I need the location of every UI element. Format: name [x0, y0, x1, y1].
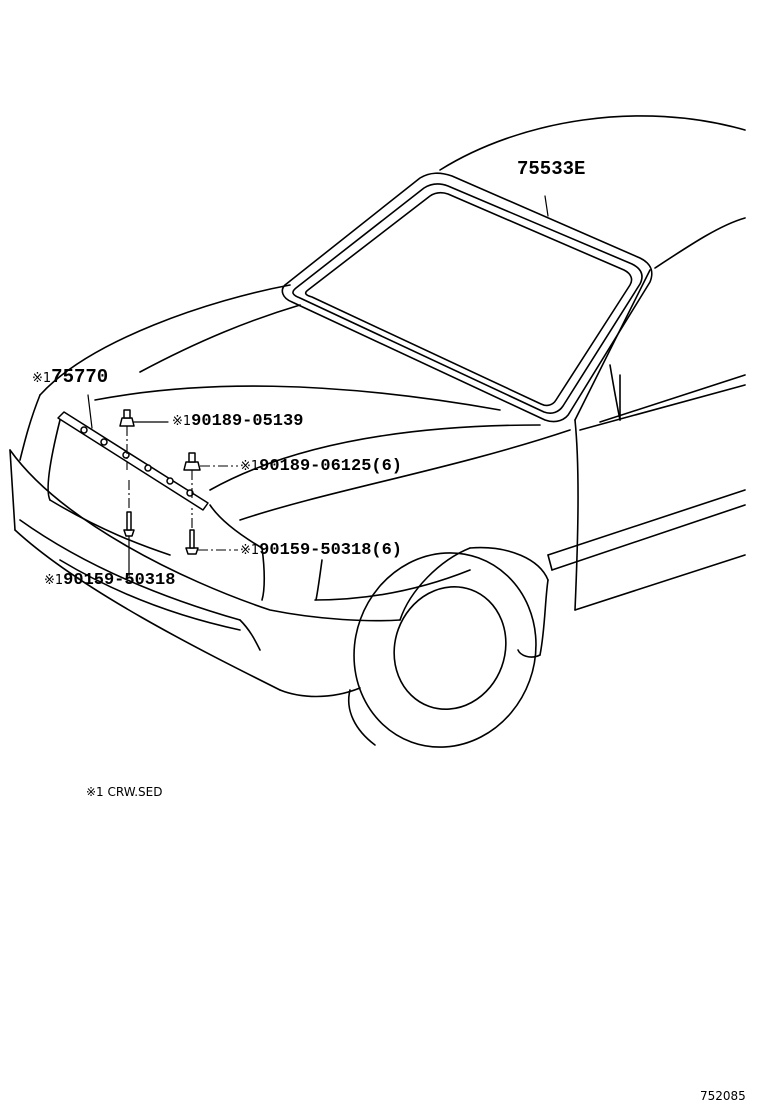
figure-id: 752085: [700, 1089, 746, 1103]
screw-right-number: 90159-50318: [259, 541, 372, 560]
screw-right-qty: (6): [371, 541, 402, 560]
front-molding-number: 75770: [51, 366, 109, 388]
front-molding-callout: ※175770: [32, 368, 108, 387]
car-body-outline: [9, 115, 746, 748]
screw-left-mark: ※1: [44, 573, 64, 588]
clip-upper-mark: ※1: [172, 414, 192, 429]
windshield-molding-part-number: 75533E: [517, 160, 585, 179]
windshield-molding: [281, 172, 653, 423]
clip-middle-number: 90189-06125: [259, 457, 372, 476]
clip-middle-qty: (6): [371, 457, 402, 476]
clip-upper-number: 90189-05139: [191, 412, 304, 431]
windshield-molding-number: 75533E: [517, 158, 586, 180]
clip-upper-callout: ※190189-05139: [172, 413, 303, 430]
front-molding-mark: ※1: [32, 371, 52, 386]
footnote: ※1 CRW.SED: [86, 785, 163, 799]
screw-right-callout: ※190159-50318(6): [240, 542, 402, 559]
screw-right-mark: ※1: [240, 543, 260, 558]
screw-left-callout: ※190159-50318: [44, 572, 175, 589]
front-molding-part: [57, 394, 209, 511]
clip-middle-mark: ※1: [240, 459, 260, 474]
screw-left-number: 90159-50318: [63, 571, 176, 590]
clip-middle-callout: ※190189-06125(6): [240, 458, 402, 475]
fasteners: [119, 409, 238, 577]
